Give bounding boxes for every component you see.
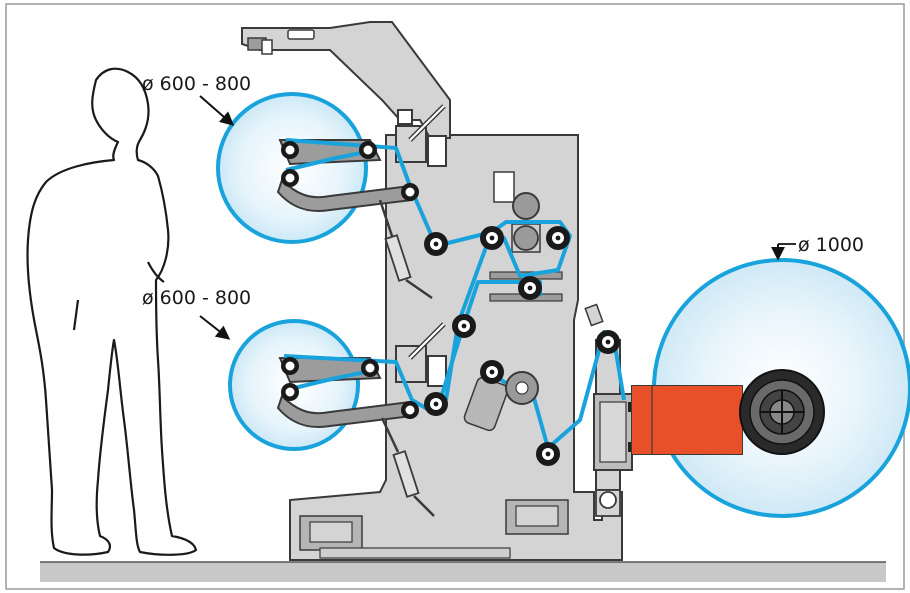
roller	[480, 226, 504, 250]
roller	[518, 276, 542, 300]
pneumatic-cylinders	[378, 199, 435, 517]
roller	[536, 442, 560, 466]
dim-callout-lower: ø 600 - 800	[142, 287, 251, 340]
frame-border	[5, 3, 905, 590]
roller	[359, 141, 377, 159]
roller	[281, 169, 299, 187]
roller	[281, 383, 299, 401]
unwind-shaft	[631, 385, 743, 455]
dim-callout-main: ø 1000	[771, 234, 864, 261]
nip-roller	[512, 192, 540, 220]
upper-roll-diameter-label: ø 600 - 800	[142, 73, 251, 95]
roller	[424, 232, 448, 256]
roller	[480, 360, 504, 384]
lower-roll-diameter-label: ø 600 - 800	[142, 287, 251, 309]
roller	[281, 357, 299, 375]
dim-callout-upper: ø 600 - 800	[142, 73, 251, 126]
roller	[401, 401, 419, 419]
roller	[281, 141, 299, 159]
human-silhouette-icon	[26, 67, 198, 556]
roller	[424, 392, 448, 416]
roller	[361, 359, 379, 377]
roller	[596, 330, 620, 354]
roller	[452, 314, 476, 338]
roller	[401, 183, 419, 201]
nip-roller	[505, 371, 539, 405]
floor	[40, 562, 886, 582]
roller	[546, 226, 570, 250]
idler-rollers	[281, 141, 620, 466]
main-roll-diameter-label: ø 1000	[798, 234, 864, 256]
roll-core-icon	[739, 369, 825, 455]
rewind-column	[584, 303, 636, 517]
nip-roller	[513, 225, 539, 251]
